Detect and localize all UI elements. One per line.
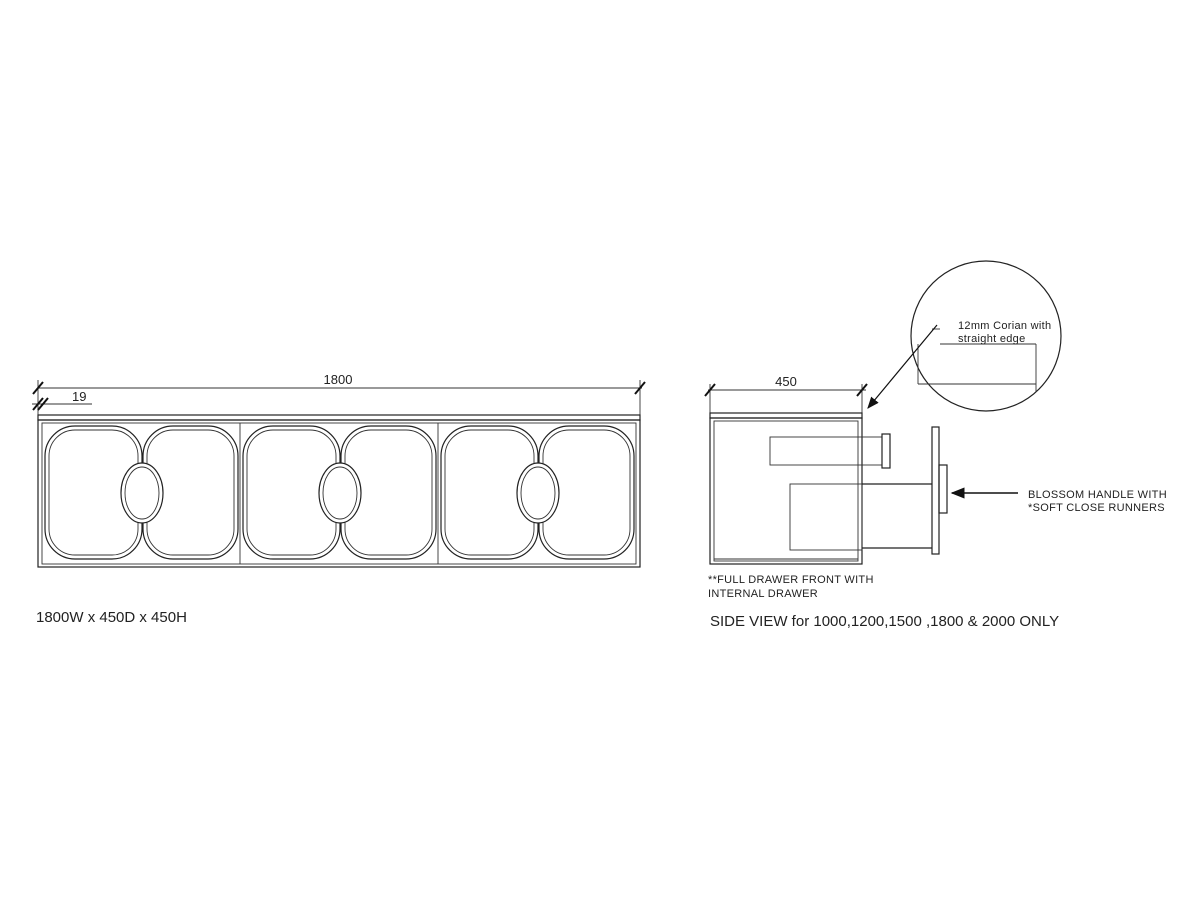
cabinet-side-body — [709, 417, 863, 565]
cabinet-top-slab — [37, 414, 641, 421]
dim-label-1800: 1800 — [324, 372, 353, 387]
blossom-handle — [318, 462, 362, 524]
blossom-handle — [120, 462, 164, 524]
dim-label-450: 450 — [775, 374, 797, 389]
drawer-front-panel — [931, 426, 940, 555]
side-view: 450 BLOSSOM HANDLE WITH *SOFT CLOSE RUNN… — [704, 260, 1167, 630]
cabinet-inner-frame — [41, 422, 637, 565]
side-view-caption: SIDE VIEW for 1000,1200,1500 ,1800 & 200… — [710, 613, 1059, 630]
front-view: 1800 19 — [32, 372, 646, 626]
detail-note-line1: 12mm Corian with — [958, 320, 1051, 332]
cabinet-bay — [440, 425, 635, 560]
internal-drawer — [769, 436, 883, 466]
drawer-box — [789, 483, 863, 551]
corian-top — [709, 412, 863, 419]
detail-leader — [867, 324, 938, 409]
cabinet-bay — [44, 425, 239, 560]
drawer-note-line1: **FULL DRAWER FRONT WITH — [708, 574, 874, 586]
internal-drawer-handle — [881, 433, 891, 469]
blossom-handle — [516, 462, 560, 524]
front-view-caption: 1800W x 450D x 450H — [36, 609, 187, 626]
cabinet-outer-frame — [37, 419, 641, 568]
detail-callout: 12mm Corian with straight edge — [867, 260, 1062, 412]
dim-label-19: 19 — [72, 389, 86, 404]
dimension-edge-thickness: 19 — [32, 389, 92, 411]
detail-circle — [910, 260, 1062, 412]
handle-note-line2: *SOFT CLOSE RUNNERS — [1028, 502, 1165, 514]
cabinet-bay — [242, 425, 437, 560]
detail-note-line2: straight edge — [958, 333, 1026, 345]
dimension-depth: 450 — [704, 374, 868, 413]
handle-note-line1: BLOSSOM HANDLE WITH — [1028, 489, 1167, 501]
blossom-handle-side — [938, 464, 948, 514]
drawer-note-line2: INTERNAL DRAWER — [708, 588, 818, 600]
dimension-overall-width: 1800 — [32, 372, 646, 415]
